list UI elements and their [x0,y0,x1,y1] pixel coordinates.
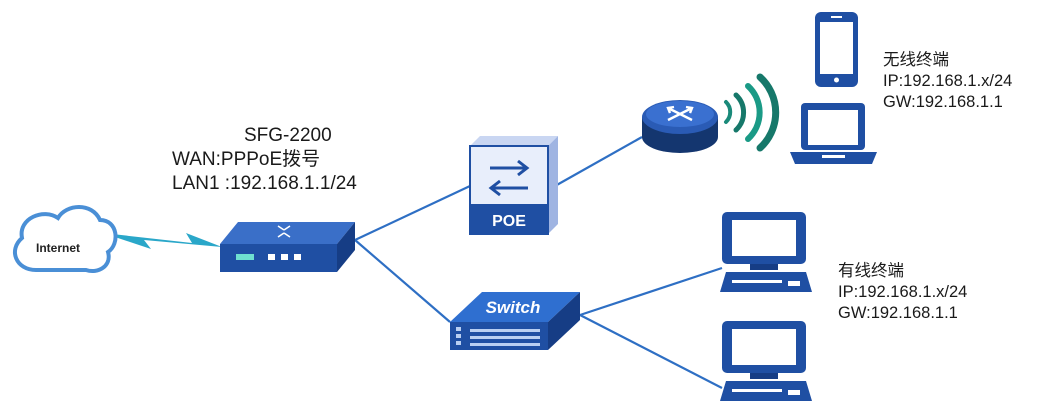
poe-switch-icon: POE [469,136,558,235]
wireless-terminal-info: 无线终端 IP:192.168.1.x/24 GW:192.168.1.1 [883,50,1012,113]
gateway-wan: WAN:PPPoE拨号 [172,148,321,170]
laptop-icon [790,103,877,164]
router-cross-arrows-icon [666,105,694,122]
smartphone-icon [815,12,858,87]
link-gateway-poe [354,185,471,241]
wired-terminal-info: 有线终端 IP:192.168.1.x/24 GW:192.168.1.1 [838,261,967,324]
wired-terminal-ip: IP:192.168.1.x/24 [838,282,968,301]
gateway-model: SFG-2200 [244,125,332,146]
gateway-lan: LAN1 :192.168.1.1/24 [172,172,357,194]
internet-label: Internet [36,241,80,255]
poe-label: POE [492,213,526,230]
connection-lines [354,136,723,389]
wireless-terminal-gw: GW:192.168.1.1 [883,92,1003,111]
gateway-device-icon [220,222,355,272]
router-arrows-icon [277,225,291,238]
wireless-terminal-title: 无线终端 [883,51,949,69]
internet-cloud-icon: Internet [13,205,118,273]
switch-label: Switch [486,298,541,317]
link-switch-pc2 [579,314,723,389]
link-poe-ap [554,136,643,187]
network-switch-icon: Switch [450,292,580,350]
link-switch-pc1 [579,266,723,317]
desktop-pc-icon [720,321,812,401]
wired-terminal-title: 有线终端 [838,262,904,280]
link-gateway-switch [354,239,451,323]
wireless-terminal-ip: IP:192.168.1.x/24 [883,71,1013,90]
gateway-info: SFG-2200 WAN:PPPoE拨号 LAN1 :192.168.1.1/2… [172,124,357,195]
switch-ports [456,327,540,346]
bidirectional-arrows-icon [488,159,530,197]
wan-lightning-icon [103,233,222,249]
desktop-pc-icon [720,212,812,292]
wireless-router-icon [642,100,718,153]
wired-terminal-gw: GW:192.168.1.1 [838,303,958,322]
wifi-signal-icon [724,73,780,152]
